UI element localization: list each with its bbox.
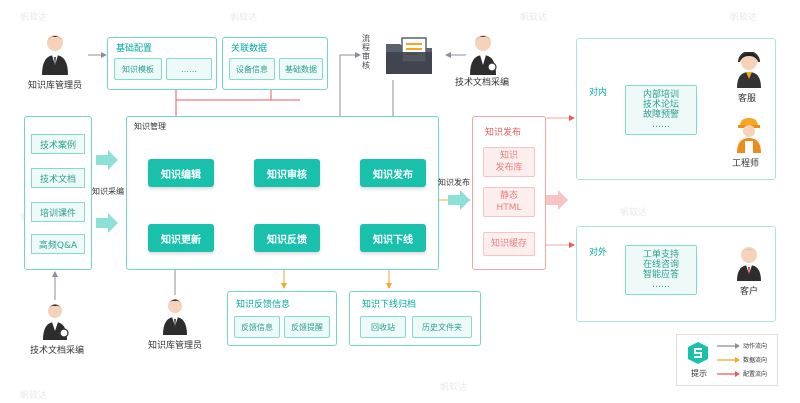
knowledge-sources-panel: 技术案例 技术文档 培训课件 高频Q&A (24, 116, 92, 270)
external-line: 在线咨询 (642, 260, 679, 270)
template-tag[interactable]: 知识模板 (114, 58, 162, 80)
external-line: 工单支持 (642, 250, 679, 260)
watermark: 帆软达 (440, 383, 468, 393)
service-agent-icon (737, 52, 761, 88)
watermark: 帆软达 (520, 13, 548, 23)
admin-person-icon (42, 35, 68, 75)
actor-label: 知识库管理员 (28, 81, 83, 91)
related-data-panel: 关联数据 设备信息 基础数据 (222, 37, 328, 90)
node-knowledge-edit[interactable]: 知识编辑 (148, 159, 214, 187)
source-faq[interactable]: 高频Q&A (31, 234, 85, 254)
panel-title: 知识下线归档 (362, 300, 417, 310)
offline-archive-panel: 知识下线归档 回收站 历史文件夹 (349, 291, 481, 346)
external-label: 对外 (589, 248, 608, 258)
legend: 提示 动作流向 数据流向 配置流向 (676, 334, 778, 386)
internal-label: 对内 (589, 88, 608, 98)
logo-icon (688, 342, 708, 364)
source-tech-doc[interactable]: 技术文档 (31, 168, 85, 188)
node-knowledge-feedback[interactable]: 知识反馈 (254, 224, 320, 252)
process-review-label: 流程审核 (362, 34, 370, 70)
panel-title: 基础配置 (116, 44, 153, 54)
watermark: 帆软达 (20, 13, 48, 23)
panel-title: 知识管理 (134, 122, 166, 131)
basic-data-tag[interactable]: 基础数据 (279, 58, 323, 80)
actor-label: 技术文档采编 (30, 346, 85, 356)
engineer-icon (737, 118, 761, 153)
node-knowledge-publish[interactable]: 知识发布 (360, 159, 426, 187)
internal-line: 故障预警 (642, 110, 679, 120)
panel-title: 知识反馈信息 (236, 300, 291, 310)
editor-person-icon (43, 304, 69, 340)
knowledge-cache[interactable]: 知识缓存 (483, 232, 535, 256)
actor-label: 客户 (740, 287, 759, 297)
actor-label: 知识库管理员 (148, 341, 203, 351)
legend-data: 数据流向 (743, 357, 768, 364)
source-tech-case[interactable]: 技术案例 (31, 134, 85, 154)
watermark: 帆软达 (20, 391, 48, 401)
legend-action: 动作流向 (743, 343, 768, 350)
node-knowledge-offline[interactable]: 知识下线 (360, 224, 426, 252)
external-line: 智能应答 (642, 270, 679, 280)
big-arrow-icon (96, 213, 118, 233)
admin-person-icon (163, 299, 187, 335)
panel-title: 关联数据 (231, 44, 268, 54)
editor-person-icon (470, 35, 497, 75)
more-tag[interactable]: …… (166, 58, 212, 80)
actor-label: 客服 (738, 94, 757, 104)
feedback-info-panel: 知识反馈信息 反馈信息 反馈提醒 (227, 291, 337, 346)
feedback-info-tag[interactable]: 反馈信息 (234, 316, 280, 338)
actor-label: 技术文档采编 (455, 78, 510, 88)
feedback-reminder-tag[interactable]: 反馈提醒 (284, 316, 330, 338)
publish-panel: 知识发布 知识 发布库 静态 HTML 知识缓存 (472, 116, 546, 270)
folder-icon (386, 37, 432, 74)
watermark: 帆软达 (730, 13, 758, 23)
external-line: …… (651, 280, 670, 290)
legend-lines (717, 343, 740, 377)
basic-config-panel: 基础配置 知识模板 …… (107, 37, 217, 90)
collect-label: 知识采编 (92, 187, 124, 196)
source-training[interactable]: 培训课件 (31, 202, 85, 222)
watermark: 帆软达 (620, 208, 648, 218)
static-html[interactable]: 静态 HTML (483, 187, 535, 217)
node-knowledge-review[interactable]: 知识审核 (254, 159, 320, 187)
big-arrow-icon (448, 190, 470, 210)
recycle-bin-tag[interactable]: 回收站 (360, 316, 406, 338)
internal-services: 内部培训 技术论坛 故障预警 …… (625, 85, 697, 135)
internal-line: …… (651, 120, 670, 130)
device-info-tag[interactable]: 设备信息 (229, 58, 275, 80)
big-arrow-icon (96, 150, 118, 170)
node-knowledge-update[interactable]: 知识更新 (148, 224, 214, 252)
internal-line: 内部培训 (642, 90, 679, 100)
panel-title: 知识发布 (485, 128, 522, 138)
publish-library[interactable]: 知识 发布库 (483, 147, 535, 177)
customer-icon (737, 247, 761, 281)
legend-tip: 提示 (691, 369, 707, 378)
legend-config: 配置流向 (743, 371, 768, 378)
external-services: 工单支持 在线咨询 智能应答 …… (625, 245, 697, 295)
internal-line: 技术论坛 (642, 100, 679, 110)
big-arrow-icon (546, 190, 568, 210)
history-folder-tag[interactable]: 历史文件夹 (412, 316, 472, 338)
watermark: 帆软达 (230, 13, 258, 23)
publish-label: 知识发布 (438, 178, 470, 187)
actor-label: 工程师 (732, 159, 760, 169)
